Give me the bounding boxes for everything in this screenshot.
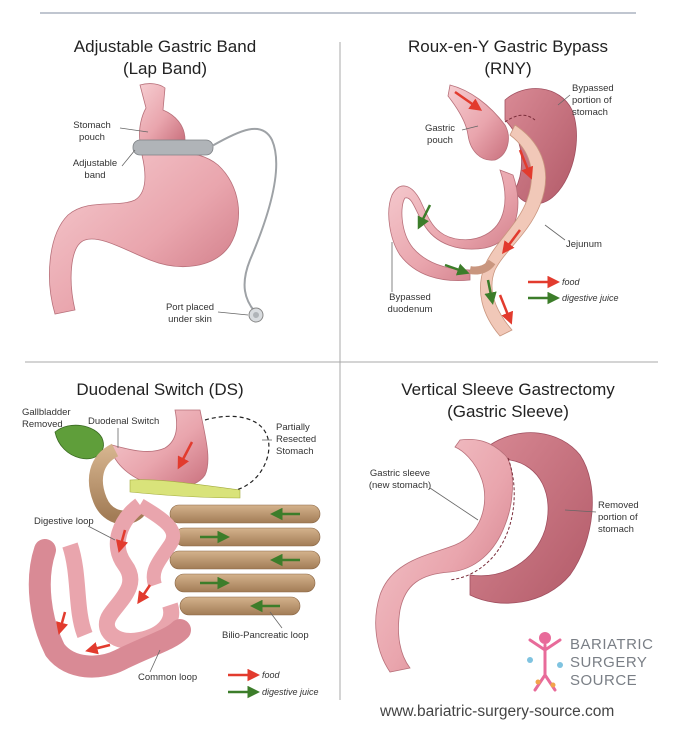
ds-legend-juice: digestive juice [262, 687, 319, 697]
label-jejunum: Jejunum [566, 239, 602, 250]
lap-band-stomach-illustration [49, 83, 278, 323]
label-stomach-pouch: Stomach [73, 120, 111, 131]
label-gastric-sleeve-2: (new stomach) [369, 480, 431, 491]
label-resected: Partially [276, 422, 310, 433]
sleeve-subtitle: (Gastric Sleeve) [447, 402, 569, 421]
label-stomach-pouch-2: pouch [79, 132, 105, 143]
brand-block: BARIATRIC SURGERY SOURCE www.bariatric-s… [379, 632, 653, 720]
label-bilio-loop: Bilio-Pancreatic loop [222, 630, 309, 641]
gastric-band [132, 139, 214, 156]
label-adjustable-band-2: band [84, 170, 105, 181]
rny-legend-food: food [562, 277, 581, 287]
rny-subtitle: (RNY) [484, 59, 531, 78]
label-port-2: under skin [168, 314, 212, 325]
label-removed-2: portion of [598, 512, 638, 523]
ds-illustration [28, 409, 321, 678]
label-removed: Removed [598, 500, 639, 511]
label-gastric-sleeve: Gastric sleeve [370, 468, 430, 479]
brand-line-3: SOURCE [570, 672, 637, 689]
label-removed-3: stomach [598, 524, 634, 535]
label-adjustable-band: Adjustable [73, 158, 117, 169]
ds-legend-food: food [262, 670, 281, 680]
label-gastric-pouch-2: pouch [427, 135, 453, 146]
label-bypassed-stomach-3: stomach [572, 107, 608, 118]
panel-lap-band: Adjustable Gastric Band (Lap Band) Stoma… [49, 37, 278, 325]
label-gallbladder: Gallbladder [22, 407, 71, 418]
ds-legend: food digestive juice [228, 668, 319, 699]
brand-logo-icon [527, 632, 563, 692]
panel-rny: Roux-en-Y Gastric Bypass (RNY) Gastric p… [388, 37, 619, 337]
rny-illustration [388, 84, 577, 337]
rny-title: Roux-en-Y Gastric Bypass [408, 37, 608, 56]
lap-band-subtitle: (Lap Band) [123, 59, 207, 78]
label-bypassed-stomach: Bypassed [572, 83, 614, 94]
label-duodenal-switch: Duodenal Switch [88, 416, 159, 427]
website-url[interactable]: www.bariatric-surgery-source.com [379, 703, 614, 720]
label-common-loop: Common loop [138, 672, 197, 683]
label-bypassed-duodenum-2: duodenum [388, 304, 433, 315]
sleeve-title: Vertical Sleeve Gastrectomy [401, 380, 615, 399]
label-port: Port placed [166, 302, 214, 313]
rny-legend-juice: digestive juice [562, 293, 619, 303]
rny-legend: food digestive juice [528, 275, 619, 305]
panel-sleeve: Vertical Sleeve Gastrectomy (Gastric Sle… [369, 380, 639, 673]
bilio-pancreatic-coils [169, 504, 321, 616]
sleeve-illustration [375, 432, 593, 673]
label-bypassed-duodenum: Bypassed [389, 292, 431, 303]
panel-ds: Duodenal Switch (DS) [22, 380, 321, 699]
ds-title: Duodenal Switch (DS) [76, 380, 243, 399]
gallbladder [54, 424, 104, 460]
label-resected-2: Resected [276, 434, 316, 445]
label-bypassed-stomach-2: portion of [572, 95, 612, 106]
label-digestive-loop: Digestive loop [34, 516, 94, 527]
label-gastric-pouch: Gastric [425, 123, 455, 134]
brand-line-1: BARIATRIC [570, 636, 653, 653]
label-resected-3: Stomach [276, 446, 314, 457]
brand-line-2: SURGERY [570, 654, 647, 671]
lap-band-title: Adjustable Gastric Band [74, 37, 256, 56]
label-gallbladder-2: Removed [22, 419, 63, 430]
